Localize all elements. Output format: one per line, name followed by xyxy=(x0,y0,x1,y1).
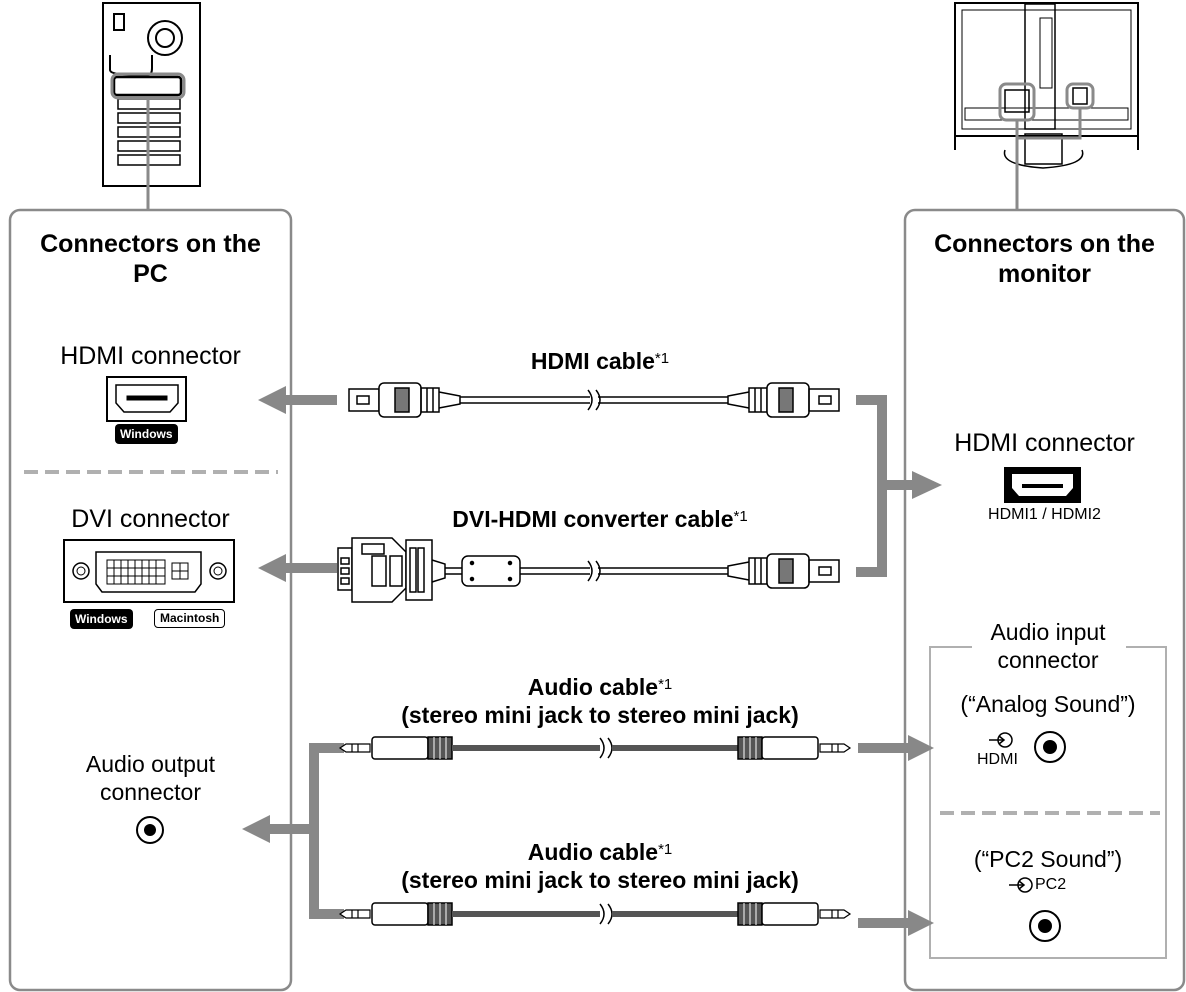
pc-connectors-panel xyxy=(8,208,293,992)
pc2-input-arrow-icon xyxy=(1009,877,1033,893)
audio-merge-bracket xyxy=(309,743,344,919)
monitor-connectors-panel xyxy=(903,208,1186,992)
monitor-callout xyxy=(998,82,1095,210)
pc2-sound-label: (“PC2 Sound”) xyxy=(973,846,1123,872)
audio-to-pc-arrow xyxy=(242,815,310,843)
hdmi-cable-illustration xyxy=(348,382,840,418)
monitor-hdmi-label: HDMI connector xyxy=(954,429,1135,457)
audio-cable-2-name: Audio cable xyxy=(527,839,659,865)
hdmi-merge-bracket xyxy=(856,395,887,577)
hdmi-cable-footnote: *1 xyxy=(654,350,670,367)
dvi-hdmi-cable-label: DVI-HDMI converter cable*1 xyxy=(330,505,870,533)
pc-dvi-port-icon xyxy=(63,539,235,603)
analog-sound-jack-icon xyxy=(1034,731,1066,763)
audio-cable-1-illustration xyxy=(338,736,852,760)
audio-cable-2-desc: (stereo mini jack to stereo mini jack) xyxy=(401,867,799,893)
analog-input-arrow-icon xyxy=(989,732,1013,748)
audio-cable-1-name: Audio cable xyxy=(527,674,659,700)
hdmi-to-pc-arrow xyxy=(258,386,337,414)
to-analog-sound-arrow xyxy=(858,735,934,761)
audio-cable-2-footnote: *1 xyxy=(658,841,673,858)
pc-hdmi-label: HDMI connector xyxy=(60,342,241,370)
audio-input-title-line2: connector xyxy=(997,647,1099,673)
dvi-to-pc-arrow xyxy=(258,554,337,582)
pc-panel-title: Connectors on the PC xyxy=(10,229,291,289)
pc-audio-output-line1: Audio output xyxy=(85,751,216,777)
to-monitor-hdmi-arrow xyxy=(884,471,942,499)
monitor-illustration xyxy=(954,2,1139,169)
audio-cable-1-footnote: *1 xyxy=(658,676,673,693)
audio-cable-1-label: Audio cable*1 (stereo mini jack to stere… xyxy=(330,673,870,729)
pc-panel-title-line1: Connectors on the xyxy=(40,230,261,258)
pc-tower-illustration xyxy=(102,2,201,187)
pc-dvi-windows-badge: Windows xyxy=(70,609,133,629)
analog-port-label: HDMI xyxy=(977,751,1018,768)
pc-panel-title-line2: PC xyxy=(133,260,168,288)
audio-cable-2-label: Audio cable*1 (stereo mini jack to stere… xyxy=(330,838,870,894)
monitor-panel-title-line2: monitor xyxy=(997,260,1092,288)
to-pc2-sound-arrow xyxy=(858,910,934,936)
pc-hdmi-port-icon xyxy=(106,376,187,422)
pc-audio-output-label: Audio output connector xyxy=(10,750,291,806)
pc-audio-output-line2: connector xyxy=(99,779,201,805)
dvi-hdmi-cable-illustration xyxy=(337,537,840,603)
pc2-sound-jack-icon xyxy=(1029,910,1061,942)
monitor-panel-title-line1: Connectors on the xyxy=(934,230,1155,258)
monitor-hdmi-port-caption: HDMI1 / HDMI2 xyxy=(988,506,1101,523)
audio-input-title-line1: Audio input xyxy=(990,619,1106,645)
monitor-hdmi-port-icon xyxy=(1004,467,1081,503)
pc2-port-label: PC2 xyxy=(1035,876,1067,893)
hdmi-cable-label: HDMI cable*1 xyxy=(330,347,870,375)
audio-input-group-box xyxy=(929,646,1167,959)
audio-cable-2-illustration xyxy=(338,902,852,926)
pc-dvi-macintosh-badge: Macintosh xyxy=(154,609,226,628)
audio-cable-1-desc: (stereo mini jack to stereo mini jack) xyxy=(401,702,799,728)
analog-sound-label: (“Analog Sound”) xyxy=(960,691,1136,717)
dvi-hdmi-cable-name: DVI-HDMI converter cable xyxy=(452,506,734,532)
monitor-panel-title: Connectors on the monitor xyxy=(905,229,1184,289)
pc-audio-jack-icon xyxy=(136,816,164,844)
audio-input-title: Audio input connector xyxy=(930,618,1166,674)
dvi-hdmi-cable-footnote: *1 xyxy=(733,508,748,525)
pc-hdmi-windows-badge: Windows xyxy=(115,424,178,444)
hdmi-cable-name: HDMI cable xyxy=(530,348,655,374)
pc-dvi-label: DVI connector xyxy=(71,505,230,533)
